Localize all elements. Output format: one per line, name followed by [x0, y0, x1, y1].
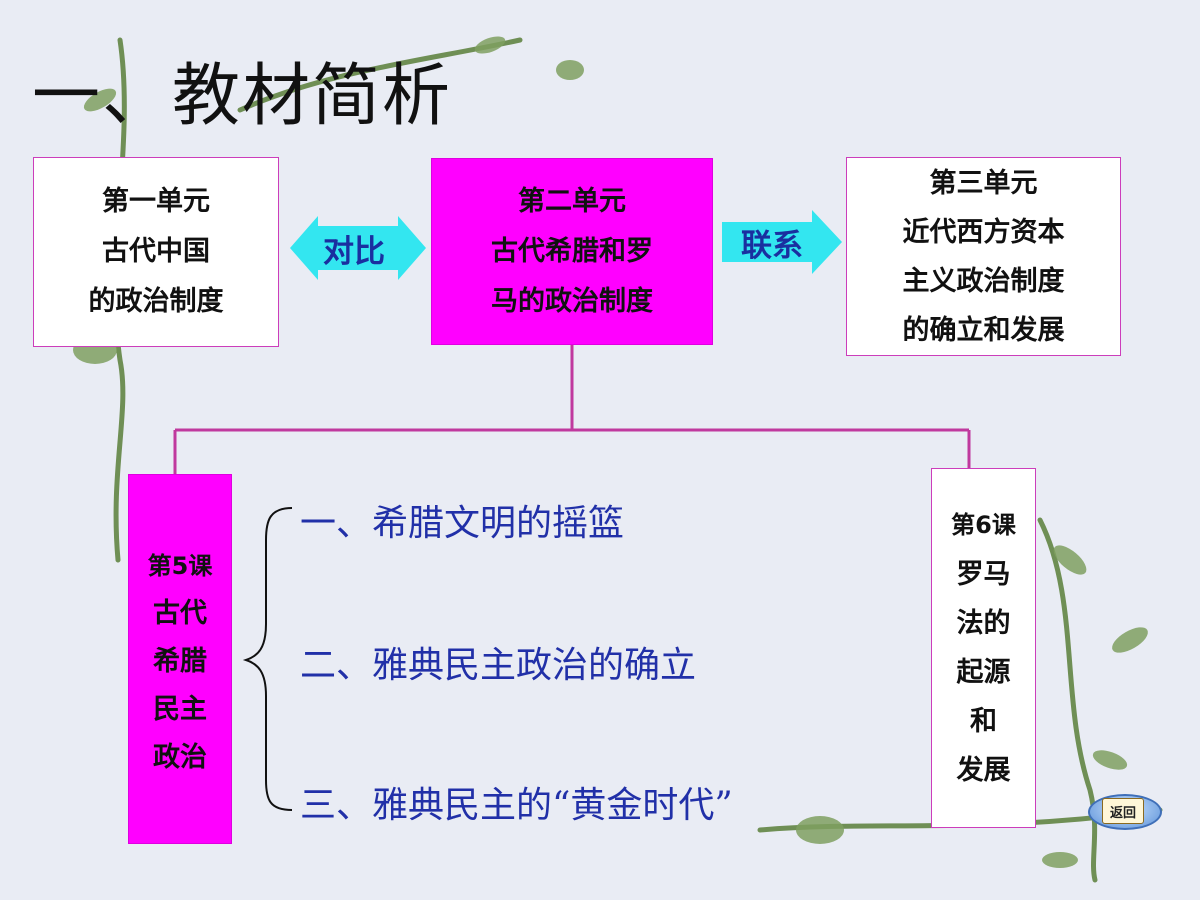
unit1-line: 的政治制度	[88, 286, 224, 317]
connector-lines	[173, 345, 971, 474]
lesson5-topic-item[interactable]: 一、希腊文明的摇篮	[300, 503, 625, 544]
unit3-line: 主义政治制度	[902, 265, 1065, 297]
compare-arrow-label: 对比	[323, 233, 385, 270]
unit2-line: 古代希腊和罗	[491, 235, 653, 267]
lesson6-line: 法的	[956, 608, 1011, 639]
lesson6-box: 第6课 罗马 法的 起源 和 发展	[931, 468, 1036, 828]
unit2-line: 马的政治制度	[491, 285, 653, 317]
lesson6-line: 起源	[956, 657, 1011, 688]
unit2-box: 第二单元 古代希腊和罗 马的政治制度	[431, 158, 713, 345]
curly-brace	[242, 507, 293, 811]
lesson5-box: 第5课 古代 希腊 民主 政治	[128, 474, 232, 844]
page-title: 一、教材简析	[32, 57, 453, 136]
unit2-line: 第二单元	[518, 185, 626, 217]
unit3-line: 近代西方资本	[902, 216, 1065, 248]
link-arrow-label: 联系	[741, 227, 803, 264]
right-arrow-shape	[722, 210, 842, 274]
unit3-line: 的确立和发展	[902, 314, 1065, 346]
lesson6-line: 第6课	[951, 511, 1016, 539]
lesson5-line: 第5课	[147, 552, 213, 580]
double-arrow-shape	[290, 216, 426, 280]
unit1-line: 第一单元	[102, 186, 210, 217]
lesson5-topic-item[interactable]: 三、雅典民主的“黄金时代”	[300, 785, 733, 826]
lesson5-line: 政治	[153, 742, 207, 773]
unit1-box: 第一单元 古代中国 的政治制度	[33, 157, 279, 347]
lesson6-line: 发展	[956, 755, 1011, 786]
lesson6-line: 和	[970, 706, 997, 737]
lesson5-line: 古代	[153, 598, 207, 629]
back-button[interactable]: 返回	[1086, 788, 1162, 832]
lesson5-line: 希腊	[153, 646, 207, 677]
lesson6-line: 罗马	[956, 559, 1011, 590]
unit3-line: 第三单元	[929, 167, 1038, 199]
lesson5-topic-item[interactable]: 二、雅典民主政治的确立	[300, 645, 697, 686]
unit1-line: 古代中国	[102, 236, 210, 267]
lesson5-line: 民主	[153, 694, 207, 725]
back-button-label: 返回	[1102, 798, 1144, 824]
unit3-box: 第三单元 近代西方资本 主义政治制度 的确立和发展	[846, 157, 1121, 356]
